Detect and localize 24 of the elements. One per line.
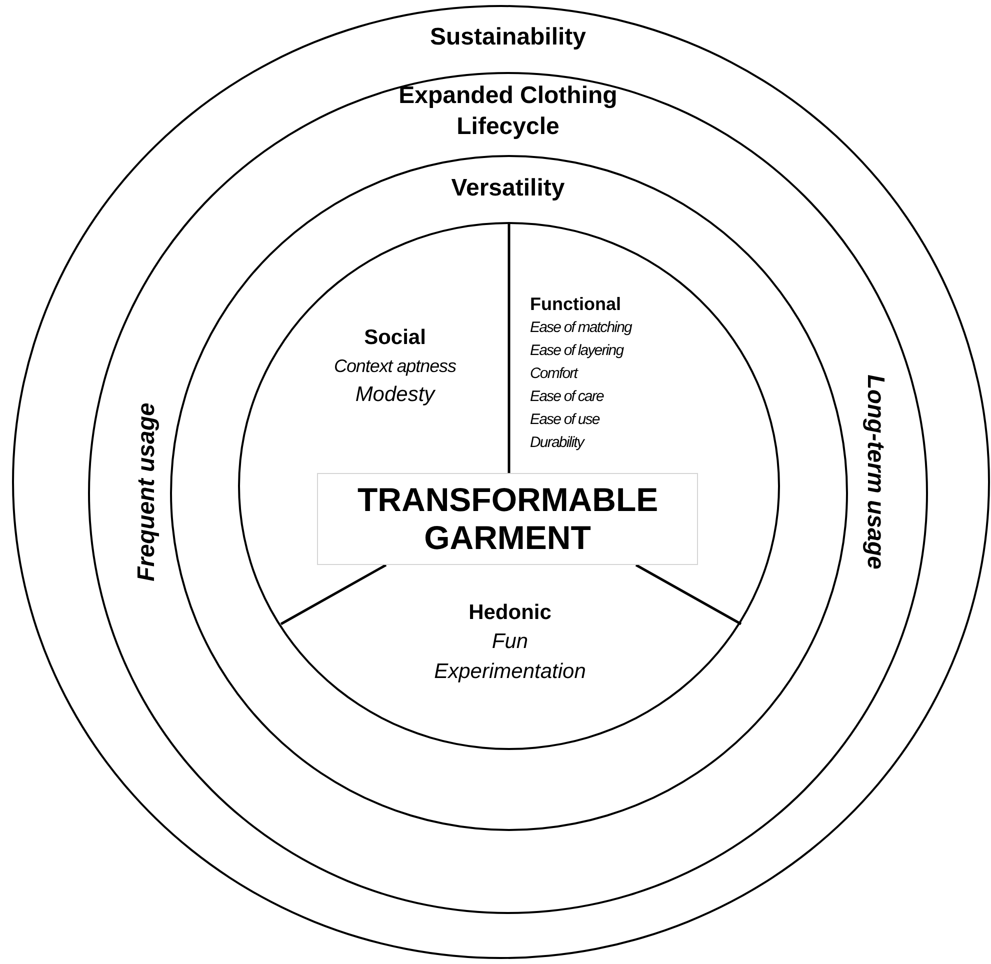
segment-item: Modesty — [355, 382, 435, 408]
segment-item: Ease of layering — [530, 341, 624, 361]
segment-title: Social — [364, 325, 426, 351]
ring-side-label: Frequent usage — [132, 402, 161, 582]
ring-side-label: Long-term usage — [861, 374, 890, 570]
segment-item: Ease of care — [530, 387, 604, 407]
ring-circle — [88, 72, 928, 914]
segment-item: Ease of use — [530, 410, 600, 430]
segment-item: Durability — [530, 433, 584, 453]
center-title: TRANSFORMABLE GARMENT — [358, 481, 658, 557]
ring-title: Sustainability — [428, 22, 588, 52]
ring-title: Expanded Clothing Lifecycle — [398, 81, 618, 142]
segment-item: Experimentation — [434, 659, 586, 685]
segment-title: Functional — [530, 293, 621, 316]
segment-item: Fun — [492, 629, 528, 655]
segment-item: Comfort — [530, 364, 578, 384]
segment-item: Ease of matching — [530, 318, 632, 338]
center-box — [317, 473, 698, 565]
ring-circle — [12, 5, 990, 959]
segment-title: Hedonic — [468, 600, 552, 626]
ring-circle — [170, 155, 848, 831]
ring-title: Versatility — [450, 174, 566, 204]
inner-circle — [238, 222, 780, 750]
segment-item: Context aptness — [334, 355, 456, 378]
